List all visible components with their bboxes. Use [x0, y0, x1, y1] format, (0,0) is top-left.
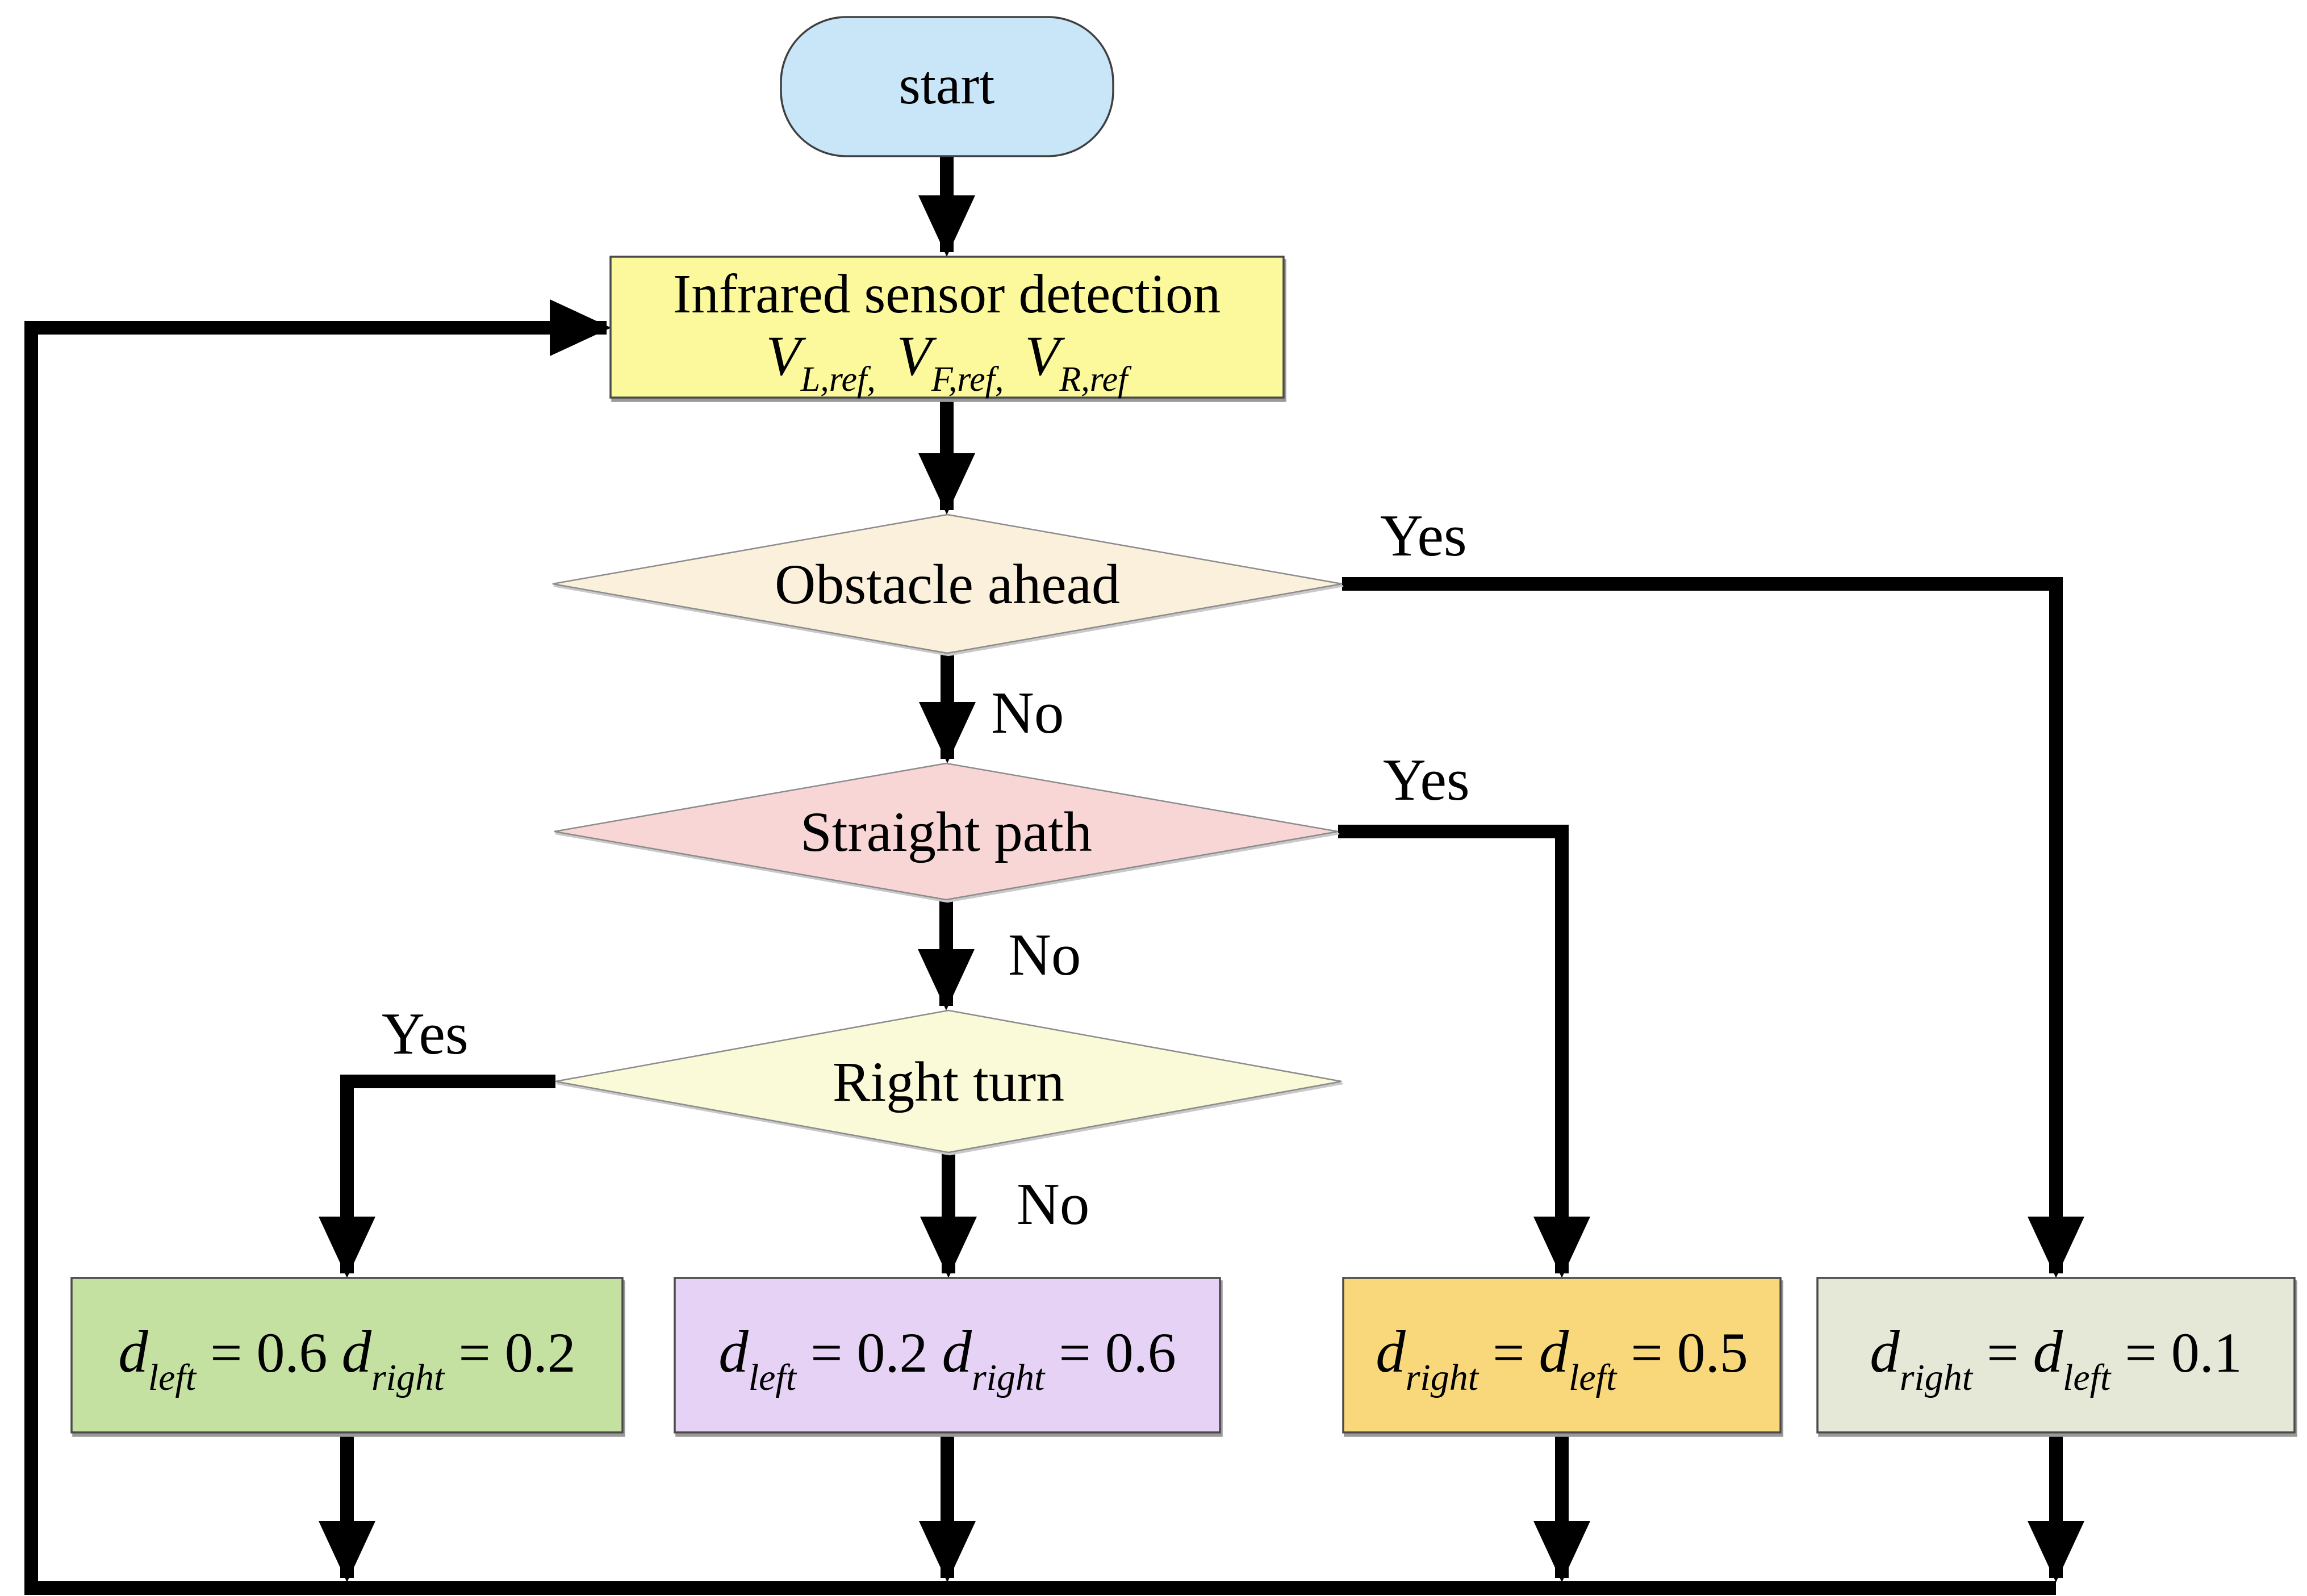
obstacle-ahead-diamond — [552, 513, 1343, 654]
edge-label-straight-no: No — [1008, 921, 1081, 988]
edge-label-right-turn-no: No — [1017, 1171, 1089, 1237]
action-box-straight-yes-formula: dright = dleft = 0.5 — [1376, 1318, 1748, 1398]
edge-label-obstacle-yes: Yes — [1380, 502, 1467, 569]
edge-label-right-turn-yes: Yes — [382, 1000, 469, 1067]
action-box-right-turn-yes — [70, 1277, 624, 1434]
sensor-box-formula: VL,ref, VF,ref, VR,ref — [766, 324, 1132, 399]
sensor-box-title: Infrared sensor detection — [673, 264, 1221, 324]
action-box-right-turn-no-formula: dleft = 0.2 dright = 0.6 — [718, 1318, 1176, 1398]
edge-straight-yes — [1338, 825, 1590, 1278]
start-node — [780, 16, 1114, 157]
action-box-obstacle-yes-formula: dright = dleft = 0.1 — [1870, 1318, 2242, 1398]
edge-label-straight-yes: Yes — [1383, 746, 1470, 813]
edge-label-obstacle-no: No — [991, 679, 1064, 746]
action-box-right-turn-no — [674, 1277, 1221, 1434]
action-box-straight-yes — [1342, 1277, 1782, 1434]
right-turn-label: Right turn — [833, 1050, 1064, 1113]
start-label: start — [899, 55, 995, 116]
edge-right-turn-yes — [319, 1075, 555, 1278]
obstacle-ahead-label: Obstacle ahead — [775, 553, 1120, 616]
action-box-right-turn-yes-formula: dleft = 0.6 dright = 0.2 — [118, 1318, 575, 1398]
edge-feedback-loop — [24, 299, 2056, 1595]
edge-obstacle-yes — [1342, 577, 2084, 1278]
sensor-box — [609, 256, 1285, 399]
straight-path-diamond — [554, 762, 1339, 901]
straight-path-label: Straight path — [800, 800, 1092, 863]
action-box-obstacle-yes — [1816, 1277, 2296, 1434]
right-turn-diamond — [555, 1009, 1342, 1154]
